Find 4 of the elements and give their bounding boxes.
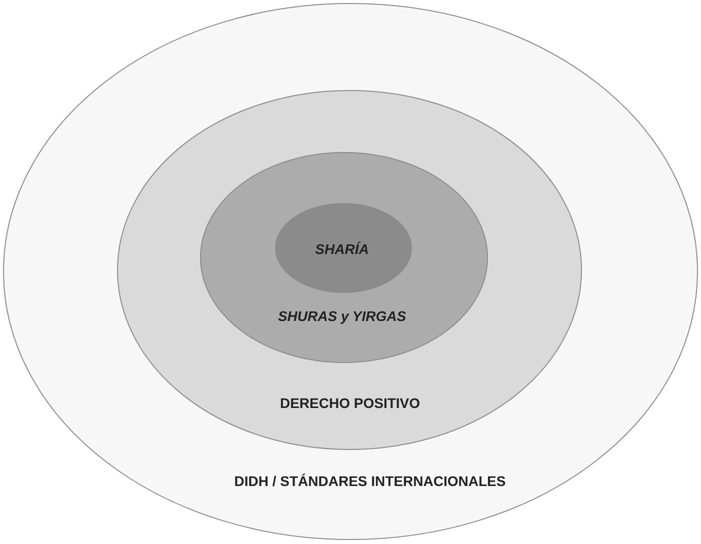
ring-label: SHARÍA	[315, 241, 369, 257]
ring-label: DERECHO POSITIVO	[280, 395, 420, 411]
ring-label: DIDH / STÁNDARES INTERNACIONALES	[234, 473, 506, 489]
ring-label: SHURAS y YIRGAS	[278, 308, 406, 324]
